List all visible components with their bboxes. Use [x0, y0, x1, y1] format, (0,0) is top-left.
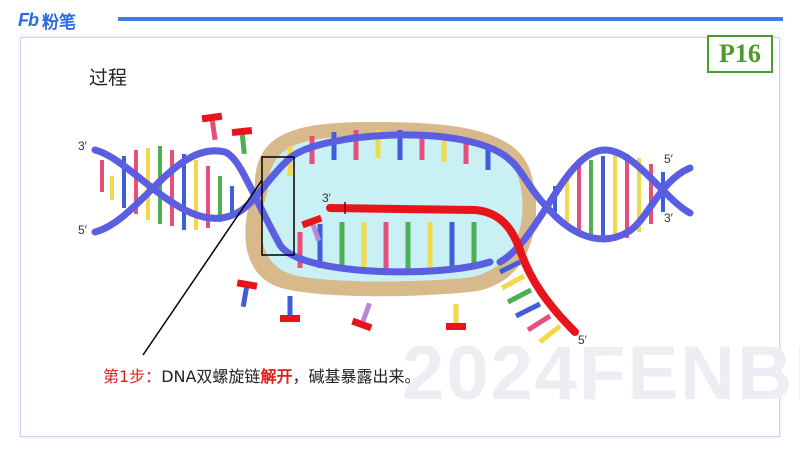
new-strand — [326, 202, 579, 336]
step-caption: 第1步：DNA双螺旋链解开，碱基暴露出来。 — [103, 363, 420, 387]
nucleotide — [301, 214, 323, 242]
label-right-top: 5′ — [664, 152, 674, 166]
watermark: 2024FENBI — [402, 331, 800, 416]
nucleotide — [446, 304, 466, 330]
nucleotide — [280, 296, 300, 322]
zoom-pointer-line — [142, 179, 263, 356]
caption-highlight: 解开 — [260, 367, 293, 386]
logo-name: 粉笔 — [42, 13, 76, 33]
header-rule — [118, 17, 783, 21]
label-new-strand-end: 5′ — [578, 333, 588, 347]
label-new-strand-start: 3′ — [322, 191, 332, 205]
label-left-top: 3′ — [78, 139, 88, 153]
nucleotide — [236, 279, 258, 308]
nucleotide — [231, 126, 253, 155]
caption-text-before: DNA双螺旋链 — [161, 367, 261, 386]
zoom-highlight-box — [261, 156, 295, 256]
caption-step-label: 第1步： — [103, 367, 162, 386]
dangling-strand-bases — [498, 259, 562, 344]
label-left-bottom: 5′ — [78, 223, 88, 237]
caption-text-after: ，碱基暴露出来。 — [292, 367, 421, 386]
page-number-badge: P16 — [707, 35, 773, 73]
free-nucleotides — [201, 112, 466, 332]
fenbi-logo: Fb 粉笔 — [18, 8, 76, 33]
logo-mark: Fb — [18, 10, 39, 30]
label-right-bottom: 3′ — [664, 211, 674, 225]
slide-title: 过程 — [89, 67, 128, 89]
nucleotide — [351, 302, 373, 332]
dna-backbone — [91, 131, 694, 276]
nucleotide — [201, 112, 223, 141]
